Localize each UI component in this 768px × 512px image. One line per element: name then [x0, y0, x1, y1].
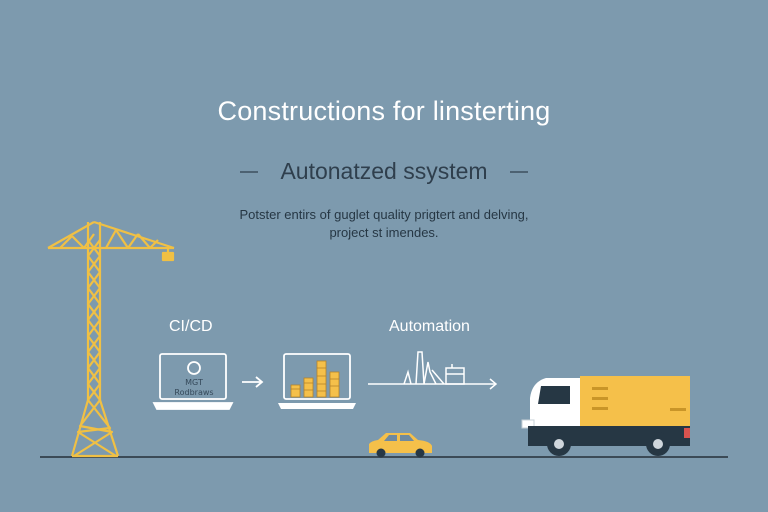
laptop-screen-line-1: MGT [185, 378, 203, 387]
laptop-bar-chart-icon [278, 353, 356, 409]
automation-label: Automation [389, 318, 470, 335]
truck-icon [521, 376, 690, 456]
car-icon [369, 433, 432, 458]
laptop-icon [152, 353, 234, 410]
cicd-label: CI/CD [169, 318, 213, 335]
bar-chart-icon [290, 360, 340, 398]
subtitle-dash-right [509, 170, 528, 173]
description: Potster entirs of guglet quality prigter… [184, 206, 584, 242]
page-subtitle: Autonatzed ssystem [280, 158, 488, 184]
description-line-1: Potster entirs of guglet quality prigter… [239, 207, 529, 222]
subtitle-row: Autonatzed ssystem [0, 158, 768, 185]
subtitle-dash-left [240, 170, 259, 173]
laptop-screen-line-2: Rodbraws [174, 388, 214, 397]
crane-icon [47, 220, 175, 458]
factory-icon [368, 351, 498, 390]
arrow-right-icon [242, 376, 264, 388]
description-line-2: project st imendes. [329, 225, 439, 240]
page-title: Constructions for linsterting [217, 96, 551, 126]
